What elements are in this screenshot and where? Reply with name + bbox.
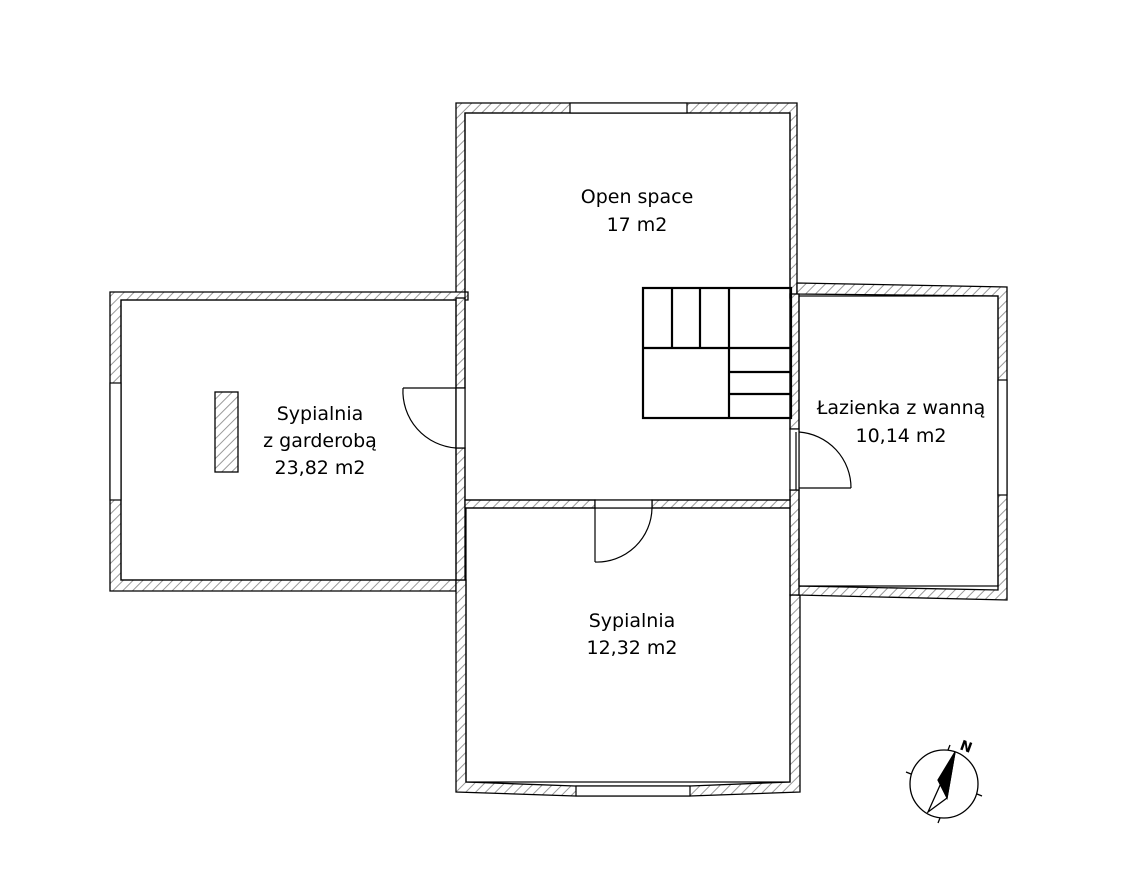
room-bathroom-area: 10,14 m2 — [855, 425, 946, 447]
doors — [402, 387, 852, 563]
room-bedroom-wardrobe-name: Sypialnia — [277, 403, 364, 425]
wall-partition-left-lower — [455, 447, 466, 581]
door-bedroom-wardrobe — [402, 387, 466, 449]
chimney — [214, 391, 239, 473]
window-bedroom-left — [109, 382, 122, 501]
window-bedroom-bottom — [575, 785, 691, 797]
walls — [109, 102, 1008, 797]
wall-partition-horizontal-right — [651, 499, 791, 509]
windows — [109, 102, 1008, 797]
room-outlines — [120, 112, 999, 783]
room-bedroom-wardrobe-name-line2: z garderobą — [263, 430, 377, 452]
door-bedroom — [594, 499, 653, 563]
wall-partition-left — [455, 297, 466, 389]
room-bedroom-area: 12,32 m2 — [586, 637, 677, 659]
window-open-space-top — [569, 102, 688, 114]
room-open-space-name: Open space — [581, 186, 694, 208]
compass-icon: N — [905, 738, 983, 824]
wall-partition-right-lower — [789, 489, 800, 596]
room-bathroom-name: Łazienka z wanną — [816, 397, 986, 419]
window-bathroom-right — [997, 379, 1008, 496]
room-bedroom-name: Sypialnia — [589, 610, 676, 632]
room-open-space-area: 17 m2 — [607, 214, 668, 236]
door-bathroom — [789, 428, 852, 491]
staircase — [641, 286, 793, 420]
wall-partition-horizontal — [464, 499, 596, 509]
room-bedroom-wardrobe-area: 23,82 m2 — [274, 457, 365, 479]
compass-north-label: N — [958, 738, 974, 757]
